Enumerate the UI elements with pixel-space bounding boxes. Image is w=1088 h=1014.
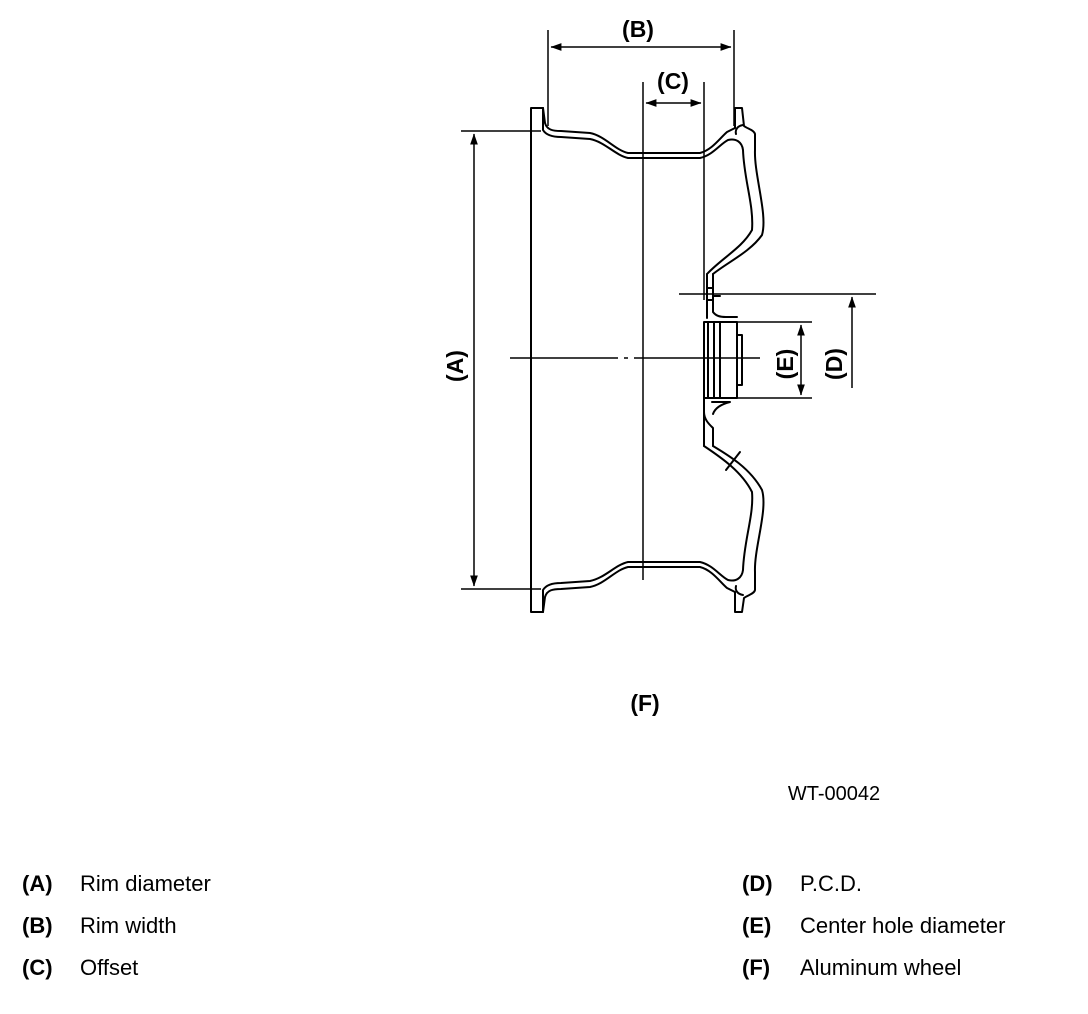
- label-a: (A): [442, 350, 468, 382]
- rim-bottom-outer: [542, 445, 765, 613]
- label-c: (C): [657, 68, 689, 94]
- dimension-b: [547, 30, 735, 126]
- rim-top-outer: [542, 107, 765, 275]
- label-b: (B): [622, 16, 654, 42]
- rim-bottom-inner: [542, 445, 754, 613]
- legend-text: Rim diameter: [80, 871, 211, 896]
- legend-key: (A): [22, 871, 53, 896]
- label-f: (F): [630, 690, 659, 716]
- label-e: (E): [772, 349, 798, 380]
- legend-text: Aluminum wheel: [800, 955, 962, 980]
- legend-text: Center hole diameter: [800, 913, 1006, 938]
- legend-key: (F): [742, 955, 771, 980]
- center-lines: [510, 82, 760, 580]
- legend-text: Offset: [80, 955, 139, 980]
- legend-key: (D): [742, 871, 773, 896]
- figure-code: WT-00042: [788, 783, 880, 805]
- legend-key: (E): [742, 913, 772, 938]
- hub-top: [706, 273, 738, 319]
- legend-text: Rim width: [80, 913, 177, 938]
- legend-key: (C): [22, 955, 53, 980]
- center-hole: [703, 321, 738, 399]
- legend-key: (B): [22, 913, 53, 938]
- rim-top-inner: [542, 107, 754, 275]
- wheel-profile: [530, 107, 765, 613]
- hub-bottom: [703, 397, 731, 447]
- inner-flange: [530, 107, 544, 613]
- dimension-a: [461, 130, 541, 590]
- dimension-e: [737, 321, 812, 399]
- dimension-d: [679, 293, 876, 388]
- legend-text: P.C.D.: [800, 871, 862, 896]
- label-d: (D): [821, 348, 847, 380]
